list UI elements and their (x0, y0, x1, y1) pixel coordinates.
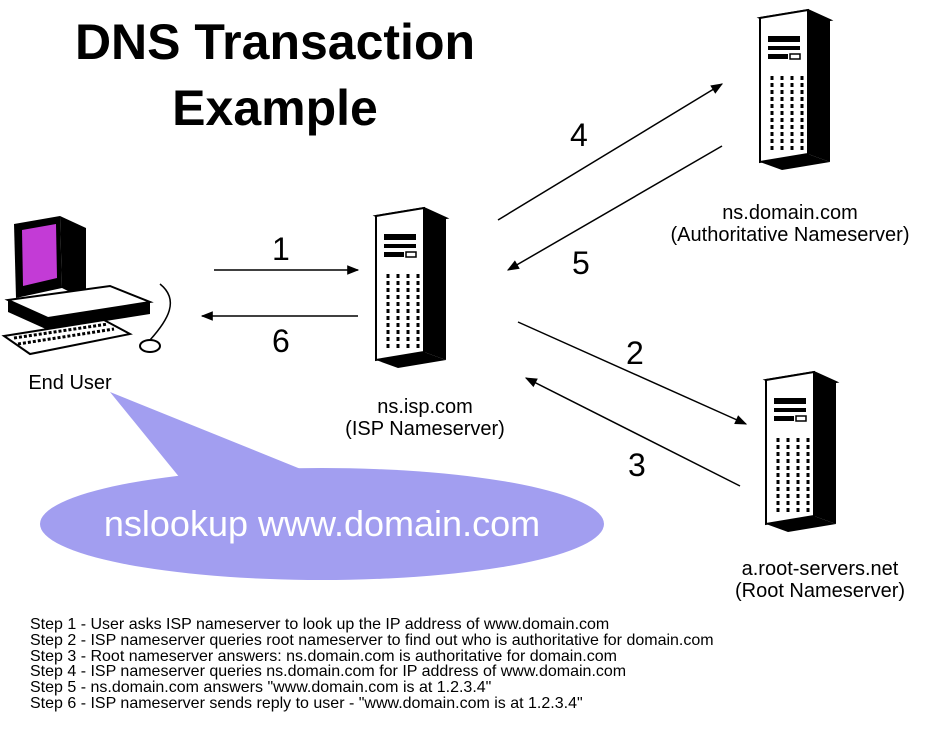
arrow-5 (506, 145, 723, 271)
arrow-label-2: 2 (626, 335, 644, 371)
authoritative-nameserver-name: ns.domain.com (722, 202, 858, 224)
diagram-title-line1: DNS Transaction (74, 14, 476, 70)
arrow-label-3: 3 (628, 447, 646, 483)
arrow-label-4: 4 (570, 117, 588, 153)
authoritative-nameserver-role: (Authoritative Nameserver) (670, 224, 910, 246)
end-user-computer-icon (1, 216, 172, 356)
nslookup-command: nslookup www.domain.com (103, 503, 541, 544)
step-5: Step 5 - ns.domain.com answers "www.doma… (30, 679, 492, 697)
arrow-label-6: 6 (272, 323, 290, 359)
root-nameserver-role: (Root Nameserver) (734, 580, 906, 602)
step-4: Step 4 - ISP nameserver queries ns.domai… (30, 663, 627, 681)
arrow-label-5: 5 (572, 245, 590, 281)
isp-server-icon (374, 206, 448, 370)
step-1: Step 1 - User asks ISP nameserver to loo… (30, 616, 610, 633)
step-2: Step 2 - ISP nameserver queries root nam… (30, 631, 714, 649)
step-3: Step 3 - Root nameserver answers: ns.dom… (30, 647, 617, 665)
arrow-3 (524, 377, 741, 487)
isp-nameserver-name: ns.isp.com (377, 396, 473, 418)
arrow-label-1: 1 (272, 231, 290, 267)
steps-list: Step 1 - User asks ISP nameserver to loo… (30, 617, 930, 712)
root-server-icon (764, 370, 838, 534)
arrow-2 (517, 321, 748, 425)
arrow-4 (497, 83, 724, 221)
speech-bubble (40, 392, 604, 580)
isp-nameserver-role: (ISP Nameserver) (345, 418, 505, 440)
step-6: Step 6 - ISP nameserver sends reply to u… (30, 694, 583, 712)
authoritative-server-icon (758, 8, 832, 172)
root-nameserver-name: a.root-servers.net (741, 558, 899, 580)
end-user-label: End User (28, 372, 112, 394)
diagram-title-line2: Example (172, 80, 378, 136)
